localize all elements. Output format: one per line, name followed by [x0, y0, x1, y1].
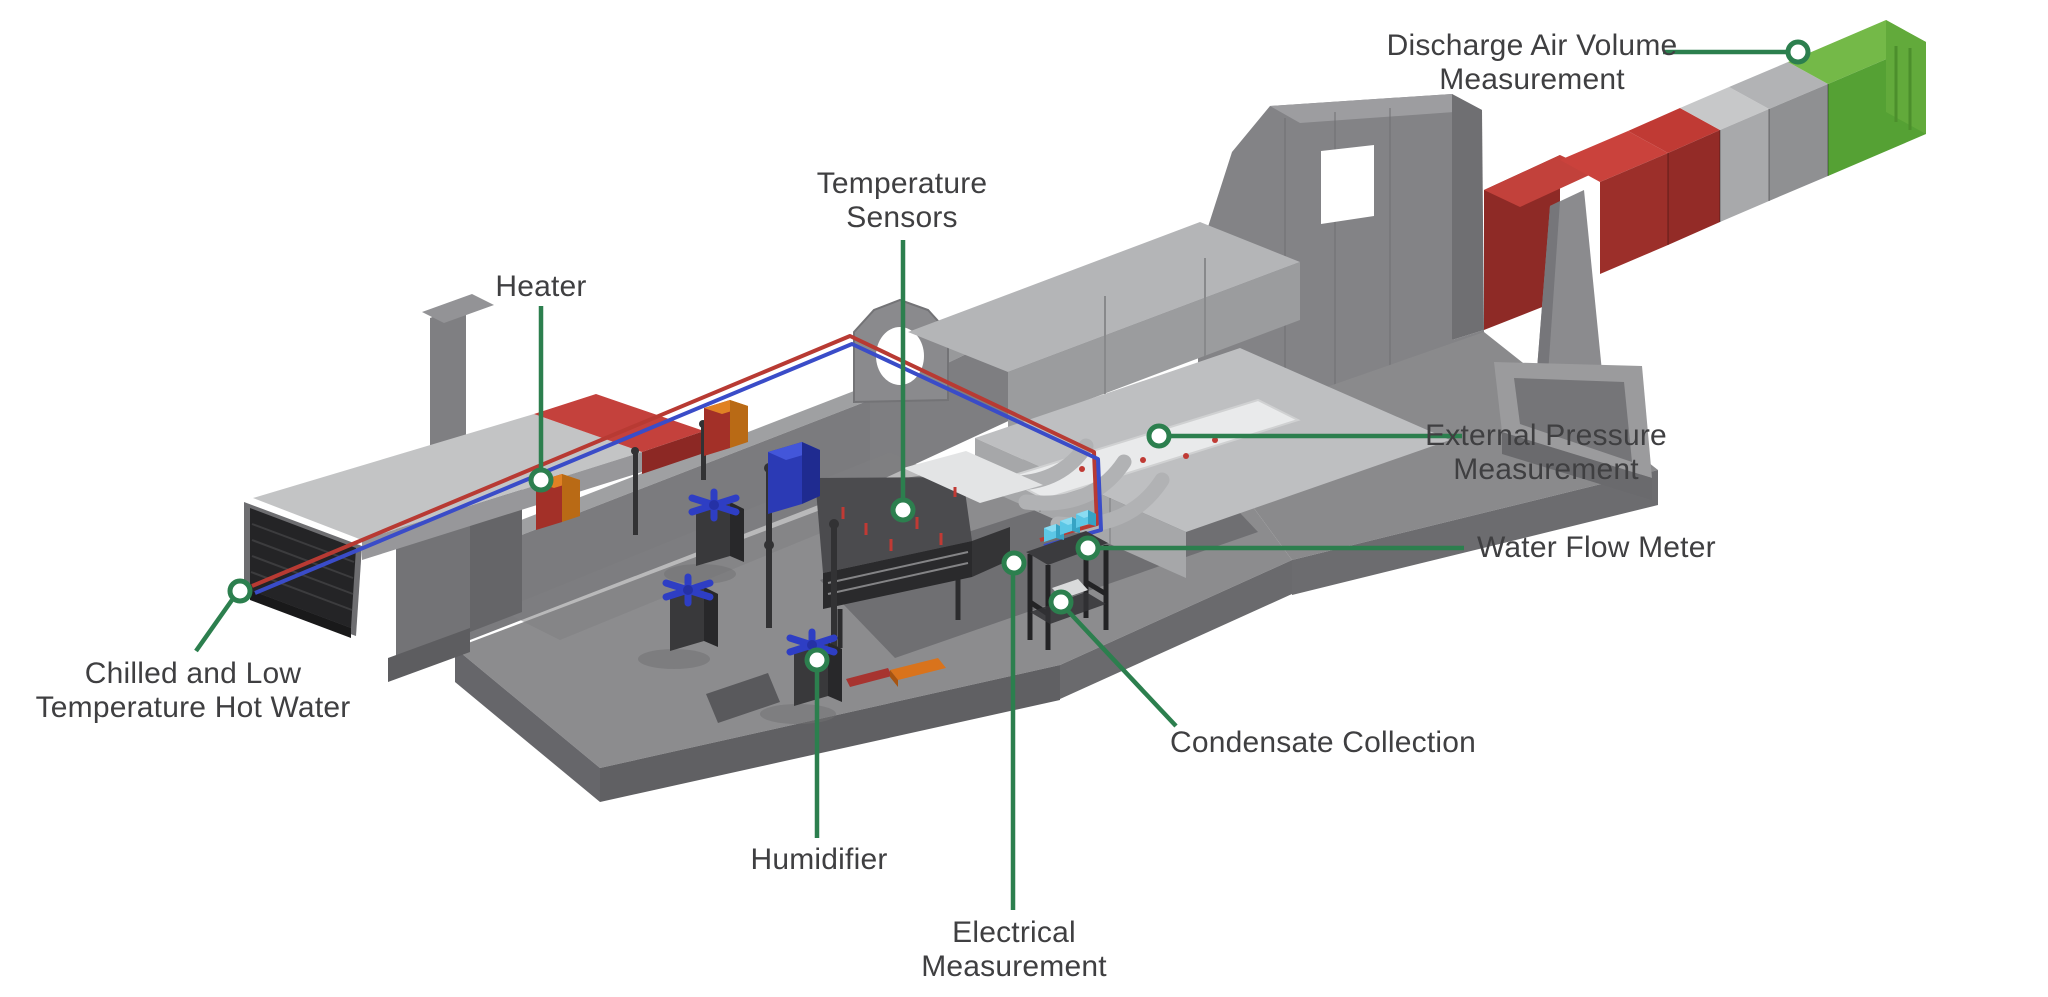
intake-grille: [250, 508, 356, 628]
label-external-pressure: External Pressure Measurement: [1425, 419, 1667, 486]
machine-top-duct: [908, 222, 1300, 430]
label-heater: Heater: [495, 270, 587, 303]
water-flow-valves: [1044, 510, 1096, 542]
intake-duct-red-top: [534, 394, 704, 452]
marker-discharge: [1785, 39, 1811, 65]
callout-water-flow-meter: [1075, 535, 1464, 561]
intake-duct-gray-top: [253, 414, 642, 540]
callout-electrical: [1001, 550, 1027, 910]
callout-humidifier: [804, 647, 830, 838]
label-humidifier: Humidifier: [750, 843, 888, 876]
marker-external-pressure: [1146, 423, 1172, 449]
marker-electrical: [1001, 550, 1027, 576]
callout-temperature-sensors: [890, 240, 916, 523]
intake-unit: [244, 294, 704, 682]
callout-chilled-water: [194, 578, 253, 653]
marker-heater: [528, 467, 554, 493]
marker-humidifier: [804, 647, 830, 673]
label-chilled-water: Chilled and Low Temperature Hot Water: [35, 657, 351, 724]
callout-heater: [528, 306, 554, 493]
humidifier-fan-2: [662, 573, 718, 651]
floor-bars: [846, 658, 946, 687]
collection-tray: [1494, 362, 1652, 500]
wall-window: [1321, 145, 1374, 224]
cooling-coil-unit: [815, 451, 1043, 648]
coil-sensor-pins: [841, 487, 957, 551]
marker-temperature: [890, 497, 916, 523]
marker-condensate: [1048, 589, 1074, 615]
floor-notch: [706, 673, 780, 723]
label-electrical-measurement: Electrical Measurement: [921, 916, 1107, 983]
label-temperature-sensors: Temperature Sensors: [816, 167, 988, 234]
heater-box-2: [704, 400, 748, 456]
label-water-flow-meter: Water Flow Meter: [1477, 531, 1716, 564]
tall-wall: [1198, 94, 1484, 432]
label-condensate-collection: Condensate Collection: [1169, 726, 1477, 759]
callout-discharge-air-volume: [1663, 39, 1811, 65]
callout-external-pressure: [1146, 423, 1462, 449]
marker-water-flow: [1075, 535, 1101, 561]
duct-red-behind-wall: [1484, 155, 1596, 330]
humidifier-fan-1: [688, 488, 744, 566]
pressure-measurement-strip: [1002, 398, 1301, 501]
electrical-cabinet: [768, 442, 820, 514]
callout-condensate: [1048, 589, 1178, 728]
marker-chilled-water: [227, 578, 253, 604]
label-discharge-air-volume: Discharge Air Volume Measurement: [1386, 29, 1678, 96]
discharge-duct: [1560, 20, 1926, 274]
callouts: [194, 39, 1811, 910]
